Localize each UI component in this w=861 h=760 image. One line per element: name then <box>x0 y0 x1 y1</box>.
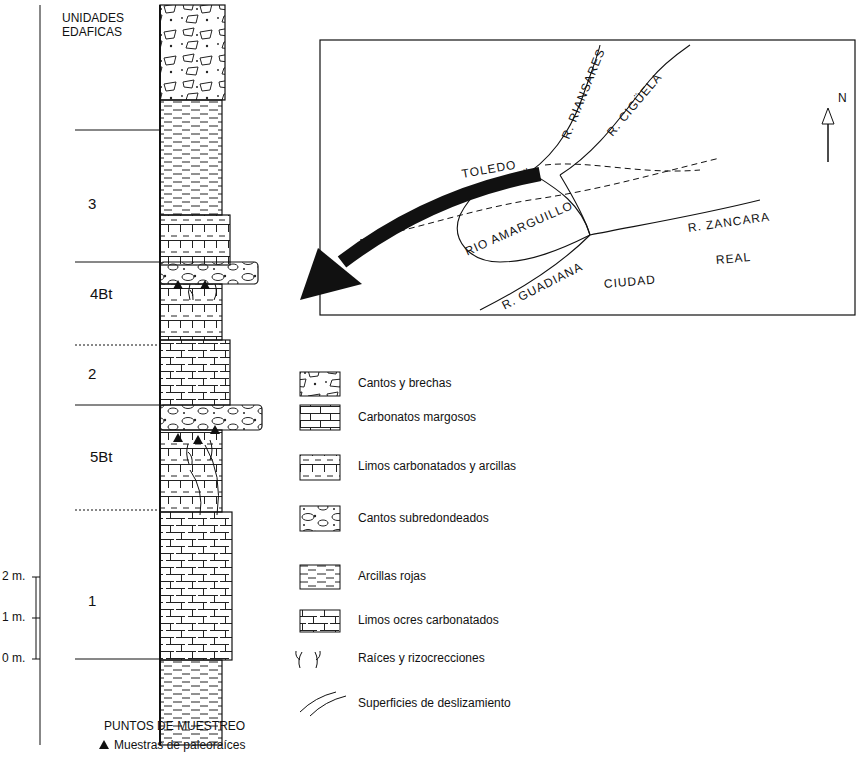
legend-text: Raíces y rizocrecciones <box>358 652 485 666</box>
legend-text: Carbonatos margosos <box>358 411 476 425</box>
scale-label: 2 m. <box>2 570 25 584</box>
legend-text: Superficies de deslizamiento <box>358 697 511 711</box>
map-label: R. RIANSARES <box>560 47 609 142</box>
scale-label: 0 m. <box>2 652 25 666</box>
column-heading: UNIDADES EDAFICAS <box>62 12 142 40</box>
legend-text: Limos carbonatados y arcillas <box>358 460 516 474</box>
north-label: N <box>838 92 847 106</box>
horizon-label: 5Bt <box>90 448 113 465</box>
unit-number: 2 <box>88 365 96 382</box>
legend-text: Cantos subredondeados <box>358 512 489 526</box>
scale-label: 1 m. <box>2 611 25 625</box>
legend-text: Arcillas rojas <box>358 570 426 584</box>
unit-number: 1 <box>88 592 96 609</box>
horizon-label: 4Bt <box>90 285 113 302</box>
section-heading: PUNTOS DE MUESTREO <box>104 720 245 734</box>
legend-text: Limos ocres carbonatados <box>358 614 499 628</box>
map-label: R. GUADIANA <box>500 260 586 313</box>
legend-text: Cantos y brechas <box>358 377 451 391</box>
map-label: REAL <box>715 251 751 268</box>
map-label: R. CIGÜELA <box>605 71 666 140</box>
map-label: CIUDAD <box>603 273 656 291</box>
legend-text: Muestras de paleoraíces <box>114 739 245 753</box>
map-label: RIO AMARGUILLO <box>463 199 575 259</box>
map-label: R. ZANCARA <box>687 211 771 236</box>
unit-number: 3 <box>88 195 96 212</box>
